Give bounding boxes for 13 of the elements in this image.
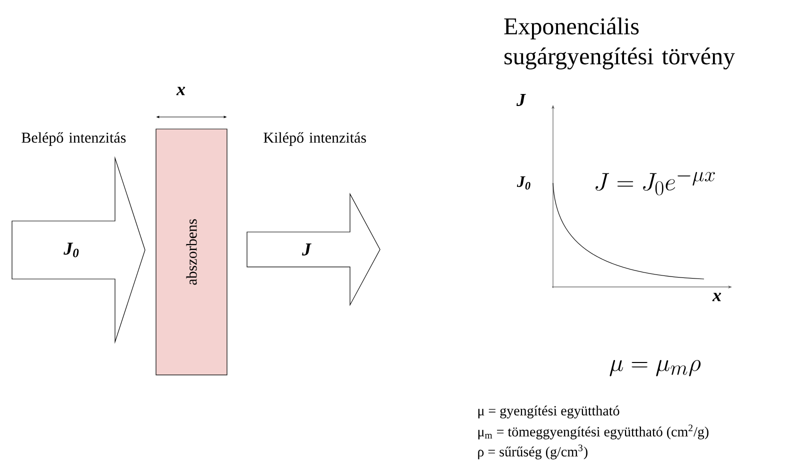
formula: $J = J_0 e^{-\mu x}$: [596, 172, 715, 196]
legend-text: ρ = sűrűség (g/cm$^{3}$): [478, 444, 588, 460]
arrow-caption: Belépő intenzitás: [22, 132, 126, 146]
title: Exponenciális sugárgyengítési törvény: [504, 18, 735, 70]
legend-text: μ$_{m}$ = tömeggyengítési együttható (cm$^{2}$/g): [478, 424, 708, 440]
absorber-slab: abszorbens: [156, 128, 228, 376]
axis-label: x: [712, 292, 722, 302]
formula: $\mu = \mu_m \rho$: [610, 360, 701, 376]
axis-label: J$_{0}$: [516, 176, 530, 190]
dimension-label: x: [176, 86, 186, 96]
legend-text: μ = gyengítési együttható: [478, 406, 620, 418]
arrow-caption: Kilépő intenzitás: [264, 132, 366, 146]
axis-label: J: [516, 94, 526, 106]
